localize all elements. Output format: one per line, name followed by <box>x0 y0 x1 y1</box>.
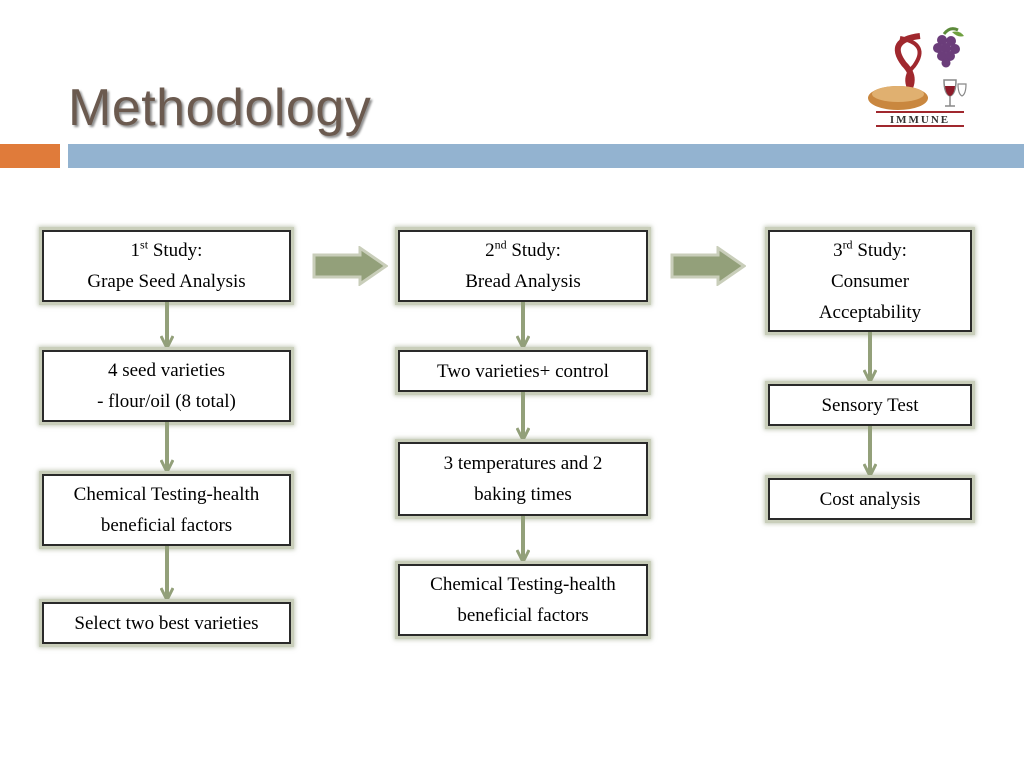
accent-bar-blue <box>68 144 1024 168</box>
study-2-name: Bread Analysis <box>465 271 581 292</box>
step-box: Chemical Testing-health beneficial facto… <box>398 564 648 636</box>
arrow-down <box>863 426 877 478</box>
slide-title: Methodology <box>68 79 372 137</box>
step-box: Chemical Testing-health beneficial facto… <box>42 474 291 546</box>
step-box: Sensory Test <box>768 384 972 426</box>
study-2-box: 2nd Study: Bread Analysis <box>398 230 648 302</box>
accent-bar-orange <box>0 144 60 168</box>
study-3-name-line1: Consumer <box>830 270 910 292</box>
study-1-name: Grape Seed Analysis <box>87 271 246 292</box>
study-1-box: 1st Study: Grape Seed Analysis <box>42 230 291 302</box>
arrow-right-2 <box>670 246 746 286</box>
step-box: Two varieties+ control <box>398 350 648 392</box>
arrow-down <box>160 422 174 474</box>
arrow-down <box>516 302 530 350</box>
study-3-box: 3rd Study: Consumer Acceptability <box>768 230 972 332</box>
study-3-name-line2: Acceptability <box>818 301 922 323</box>
step-box: 3 temperatures and 2 baking times <box>398 442 648 516</box>
step-box: Cost analysis <box>768 478 972 520</box>
arrow-right-1 <box>312 246 388 286</box>
step-box: Select two best varieties <box>42 602 291 644</box>
arrow-down <box>160 546 174 602</box>
arrow-down <box>160 302 174 350</box>
arrow-down <box>516 516 530 564</box>
step-box: 4 seed varieties - flour/oil (8 total) <box>42 350 291 422</box>
study-1-heading: 1st Study: <box>130 237 203 261</box>
grape-bread-wine-logo: IMMUNE <box>860 26 970 132</box>
arrow-down <box>863 332 877 384</box>
study-3-heading: 3rd Study: <box>833 237 907 261</box>
arrow-down <box>516 392 530 442</box>
study-2-heading: 2nd Study: <box>485 237 561 261</box>
logo-text: IMMUNE <box>890 114 950 126</box>
